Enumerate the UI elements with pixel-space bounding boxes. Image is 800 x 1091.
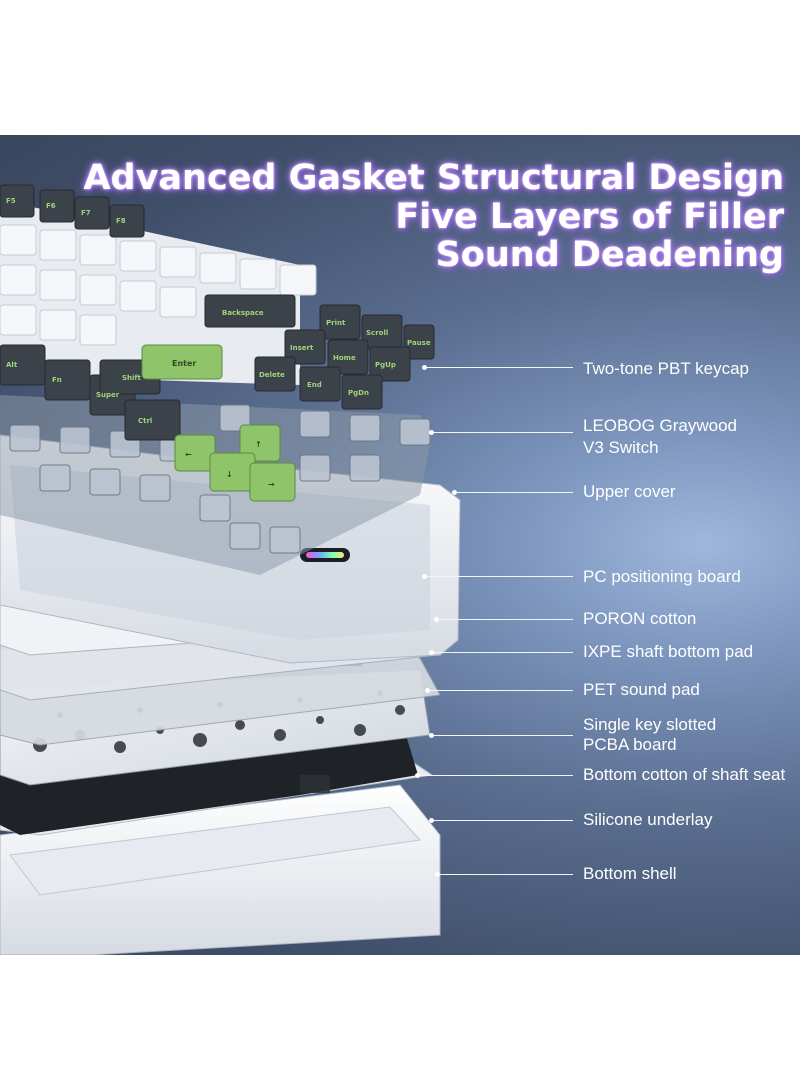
leader-dot: [434, 617, 439, 622]
leader-dot: [429, 818, 434, 823]
callout-bottom-shell: Bottom shell: [583, 864, 677, 883]
keycap-green-group: [141, 344, 296, 502]
leader-line: [425, 367, 573, 368]
callout-switch-line-1: LEOBOG Graywood: [583, 416, 738, 435]
leader-dot: [429, 733, 434, 738]
keycap-legend: Scroll: [366, 329, 388, 337]
keycap-legend: Fn: [52, 376, 62, 384]
callout-silicone: Silicone underlay: [583, 810, 713, 829]
keycap-legend: PgUp: [375, 361, 396, 369]
keycap-legend: End: [307, 381, 322, 389]
keycap-legend: Pause: [407, 339, 431, 347]
callout-pet: PET sound pad: [583, 680, 700, 699]
leader-line: [425, 576, 573, 577]
keycap-legend: Backspace: [222, 309, 264, 317]
callout-pc-board: PC positioning board: [583, 567, 741, 586]
leader-line: [437, 619, 573, 620]
arrow-key-legend: ↓: [226, 470, 233, 479]
callout-keycap: Two-tone PBT keycap: [583, 359, 749, 378]
keycap-legend: Enter: [172, 359, 196, 368]
leader-line: [428, 690, 573, 691]
callout-shaft-seat: Bottom cotton of shaft seat: [583, 765, 786, 784]
keycap-legend: Ctrl: [138, 417, 152, 425]
callout-switch-line-2: V3 Switch: [583, 438, 659, 457]
arrow-key-legend: ↑: [255, 440, 262, 449]
leader-line: [455, 492, 573, 493]
keycap-legend: Insert: [290, 344, 314, 352]
keycap-legend: F5: [6, 197, 16, 205]
keycap-legend: Super: [96, 391, 120, 399]
keycap-legend: Home: [333, 354, 356, 362]
callout-pcba-line-2: PCBA board: [583, 735, 677, 754]
callout-pcba-line-1: Single key slotted: [583, 715, 717, 734]
keycap-legend: Shift: [122, 374, 141, 382]
callout-poron: PORON cotton: [583, 609, 697, 628]
keycap-legend: F6: [46, 202, 56, 210]
leader-dot: [452, 490, 457, 495]
leader-dot: [425, 688, 430, 693]
leader-dot: [422, 365, 427, 370]
headline-line-1: Advanced Gasket Structural Design: [83, 158, 784, 198]
leader-dot: [429, 650, 434, 655]
keycap-area-white: [0, 200, 317, 385]
arrow-key-legend: →: [268, 480, 275, 489]
keycap-legend: Alt: [6, 361, 18, 369]
leader-dot: [435, 872, 440, 877]
headline-line-3: Sound Deadening: [435, 235, 784, 275]
exploded-keyboard-illustration: F5 F6 F7 F8 Backspace Print Scroll Pause…: [0, 184, 461, 955]
leader-line: [438, 874, 573, 875]
leader-dot: [422, 574, 427, 579]
leader-line: [432, 432, 573, 433]
callout-ixpe: IXPE shaft bottom pad: [583, 642, 754, 661]
leader-line: [432, 652, 573, 653]
callout-upper-cover: Upper cover: [583, 482, 676, 501]
leader-line: [418, 775, 573, 776]
leader-dot: [429, 430, 434, 435]
keycap-legend: F7: [81, 209, 91, 217]
bottom-shell-layer: [0, 784, 441, 955]
keycap-legend: Print: [326, 319, 346, 327]
keycap-legend: F8: [116, 217, 126, 225]
arrow-key-legend: ←: [185, 450, 192, 459]
leader-dot: [415, 773, 420, 778]
keycap-dark-group: [0, 184, 435, 441]
keycap-legend: PgDn: [348, 389, 369, 397]
product-panel: F5 F6 F7 F8 Backspace Print Scroll Pause…: [0, 135, 800, 955]
keycap-legend: Delete: [259, 371, 285, 379]
leader-line: [432, 820, 573, 821]
leader-line: [432, 735, 573, 736]
headline-line-2: Five Layers of Filler: [395, 197, 784, 237]
